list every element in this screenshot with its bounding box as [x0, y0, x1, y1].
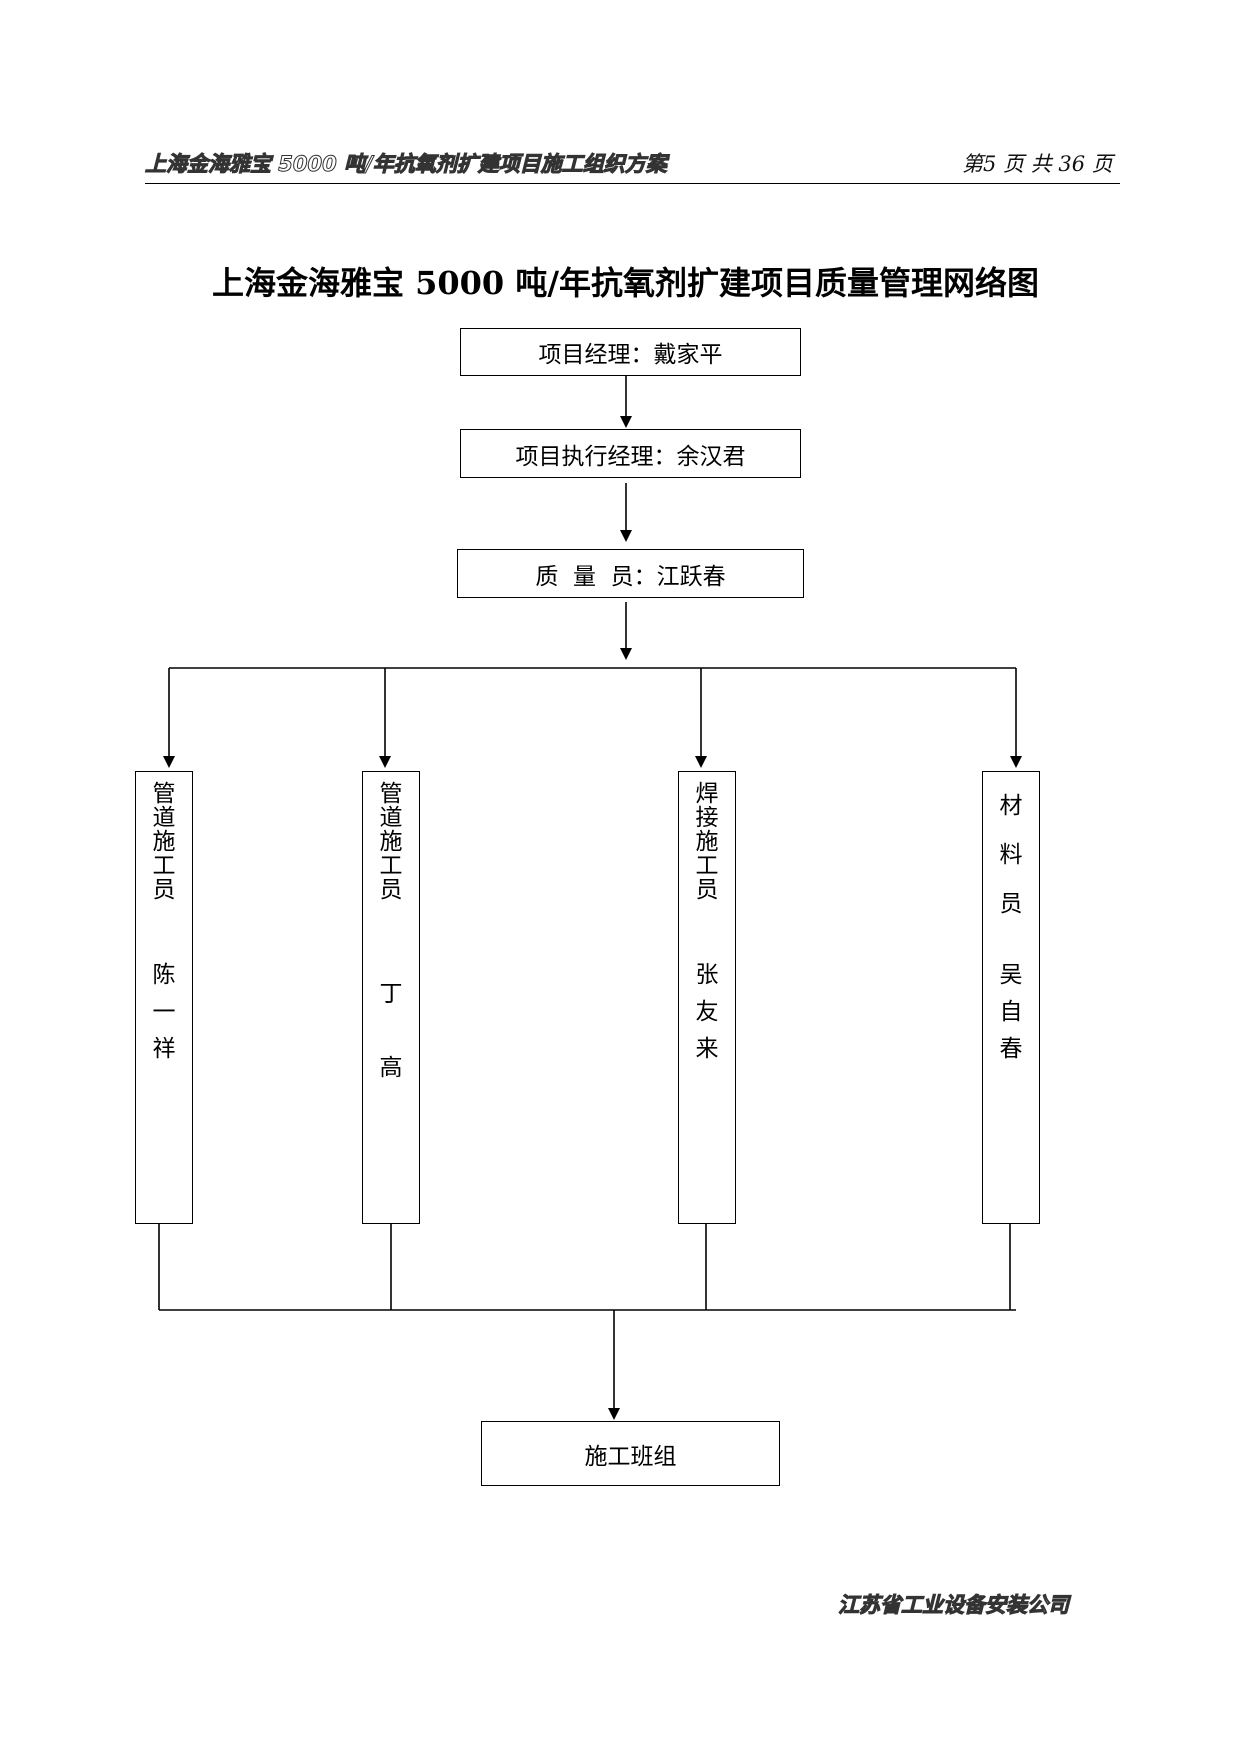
- box-staff-3: 焊接施工员张友来: [678, 771, 736, 1224]
- box-staff-4: 材料员吴自春: [982, 771, 1040, 1224]
- footer-company: 江苏省工业设备安装公司: [838, 1593, 1070, 1618]
- box-quality-inspector: 质 量 员：江跃春: [457, 549, 804, 598]
- arrowhead-2: [620, 530, 632, 542]
- box-staff-2: 管道施工员丁高: [362, 771, 420, 1224]
- staff-2-role: 管道施工员: [379, 781, 403, 903]
- header-document-title: 上海金海雅宝 5000 吨/年抗氧剂扩建项目施工组织方案: [145, 152, 668, 177]
- executive-manager-label: 项目执行经理：余汉君: [515, 443, 746, 470]
- construction-team-label: 施工班组: [584, 1443, 677, 1470]
- arrowhead-3: [620, 648, 632, 660]
- header-page-number: 第5 页 共 36 页: [962, 152, 1113, 176]
- box-executive-manager: 项目执行经理：余汉君: [460, 429, 801, 478]
- staff-3-role: 焊接施工员: [695, 781, 719, 903]
- quality-inspector-label: 质 量 员：江跃春: [535, 563, 726, 590]
- arrowhead-b1: [163, 756, 175, 768]
- header-divider: [145, 183, 1120, 184]
- arrowhead-b2: [379, 756, 391, 768]
- box-construction-team: 施工班组: [481, 1421, 780, 1486]
- project-manager-label: 项目经理：戴家平: [538, 342, 723, 368]
- box-staff-1: 管道施工员陈一祥: [135, 771, 193, 1224]
- arrowhead-team: [608, 1408, 620, 1420]
- arrowhead-b4: [1010, 756, 1022, 768]
- page-title: 上海金海雅宝 5000 吨/年抗氧剂扩建项目质量管理网络图: [211, 264, 1040, 302]
- box-project-manager: 项目经理：戴家平: [460, 328, 801, 376]
- staff-3-name: 张友来: [695, 962, 719, 1062]
- arrowhead-b3: [695, 756, 707, 768]
- staff-1-name: 陈一祥: [152, 962, 176, 1062]
- staff-4-name: 吴自春: [999, 962, 1023, 1062]
- staff-4-role: 材料员: [999, 793, 1023, 917]
- staff-2-name: 丁高: [379, 981, 403, 1081]
- staff-1-role: 管道施工员: [152, 781, 176, 903]
- arrowhead-1: [620, 416, 632, 428]
